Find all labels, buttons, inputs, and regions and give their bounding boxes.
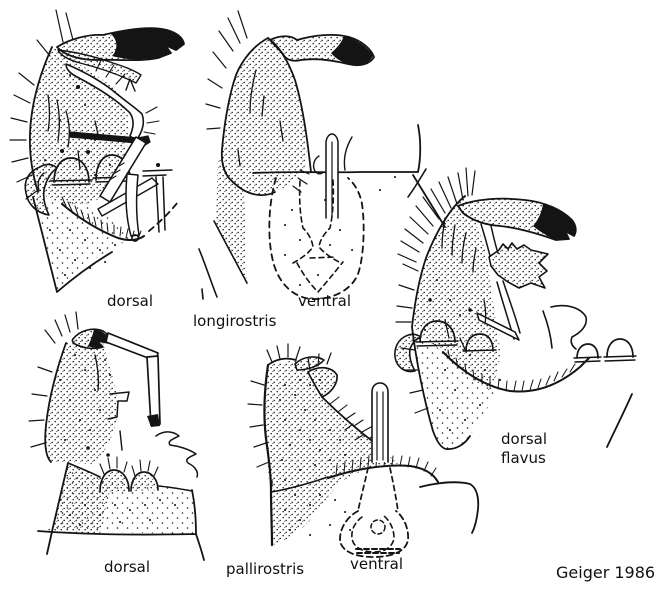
- label-flavus-dorsal: dorsal: [501, 430, 548, 448]
- internal-y-structure: [292, 179, 342, 264]
- label-pallirostris-dorsal: dorsal: [104, 558, 151, 576]
- internal-sac-outline: [268, 177, 365, 300]
- internal-pore: [370, 519, 386, 535]
- hook-lobe: [394, 333, 422, 373]
- arch: [576, 338, 634, 359]
- drawing-pallirostris-ventral: [247, 343, 480, 558]
- internal-bulb-inner: [351, 515, 395, 553]
- setae: [36, 9, 74, 57]
- drawing-flavus-dorsal: [394, 167, 637, 450]
- setae: [44, 311, 79, 344]
- label-pallirostris-species: pallirostris: [226, 560, 305, 578]
- setae: [9, 72, 39, 200]
- segment-line: [252, 124, 422, 174]
- figure-credit: Geiger 1986: [556, 563, 656, 582]
- paired-lobes: [99, 469, 159, 493]
- drawing-pallirostris-dorsal: [28, 311, 205, 561]
- label-pallirostris-ventral: ventral: [350, 555, 404, 573]
- label-flavus-species: flavus: [501, 449, 546, 467]
- arch: [419, 320, 494, 352]
- setae: [247, 380, 270, 468]
- setae: [266, 343, 332, 371]
- setae: [447, 349, 576, 392]
- phallic-rod: [371, 382, 389, 463]
- setae: [95, 57, 160, 135]
- drawing-longirostris-dorsal: [9, 9, 218, 300]
- arch: [53, 157, 90, 183]
- label-longirostris-ventral: ventral: [298, 292, 352, 310]
- setae: [61, 196, 142, 240]
- label-longirostris-dorsal: dorsal: [107, 292, 154, 310]
- fringe: [61, 203, 145, 242]
- label-longirostris-species: longirostris: [193, 312, 277, 330]
- drawing-longirostris-ventral: [205, 10, 446, 300]
- setae: [397, 167, 476, 263]
- fringe: [442, 351, 590, 393]
- central-rod: [125, 173, 140, 237]
- spiny-process: [488, 242, 549, 289]
- internal-bulb-outer: [339, 510, 409, 558]
- beak-lobe: [307, 366, 338, 398]
- setae: [28, 366, 53, 448]
- setae: [99, 456, 159, 477]
